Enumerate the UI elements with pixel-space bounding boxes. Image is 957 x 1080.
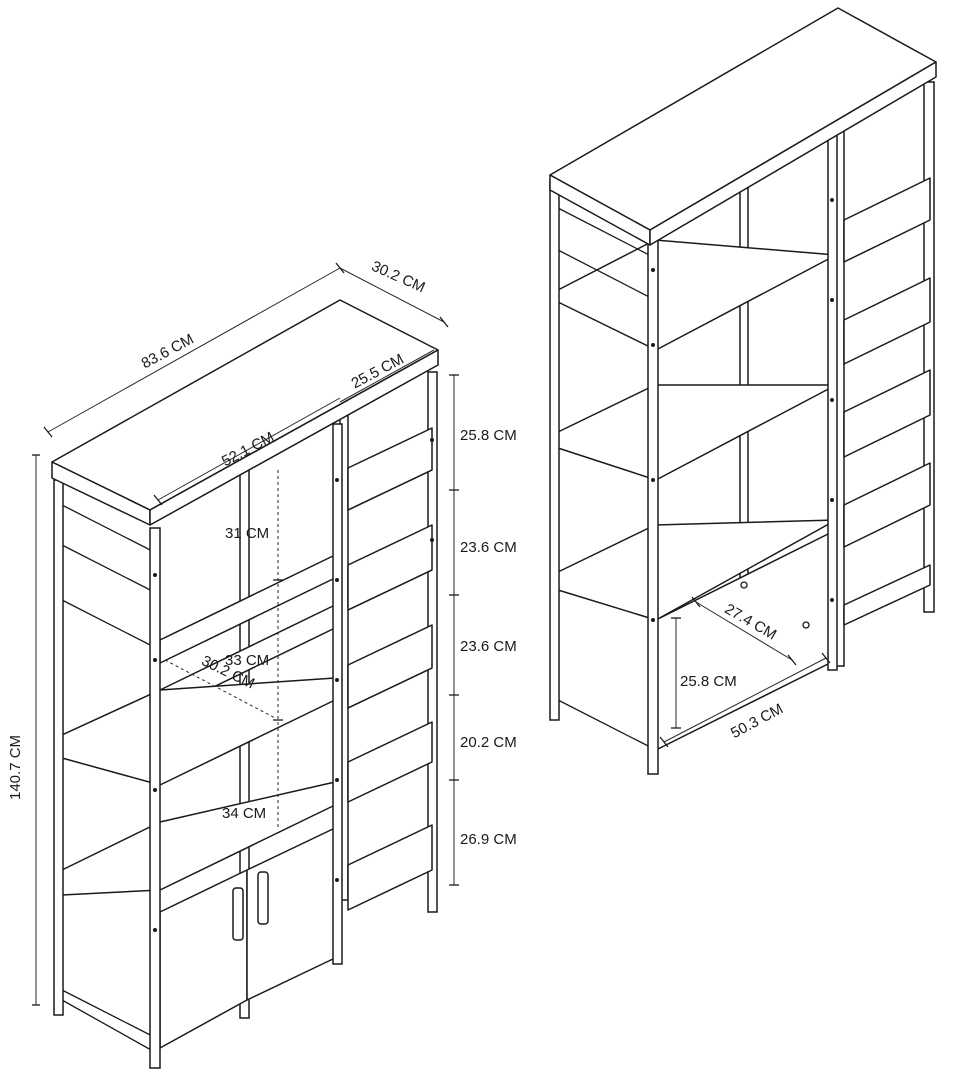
left-front-post-divider <box>332 423 343 965</box>
cabinet <box>159 827 336 1049</box>
dim-compartment-height: 25.8 CM <box>680 673 737 690</box>
dim-left-gap-mid: 33 CM <box>225 652 269 669</box>
dim-right-shelf-1: 25.8 CM <box>460 427 517 444</box>
left-right-column-shelves <box>347 427 433 911</box>
right-column-shelf <box>843 564 931 626</box>
dim-right-shelf-2: 23.6 CM <box>460 539 517 556</box>
hinge-hole <box>740 581 748 589</box>
post-bolts <box>651 198 834 622</box>
right-column-shelf <box>347 721 433 803</box>
left-shelving-unit: 83.6 CM 30.2 CM 25.5 CM 52.1 CM 140.7 CM… <box>7 258 517 1069</box>
right-column-shelf <box>347 624 433 709</box>
left-front-post-middle <box>149 527 161 1069</box>
right-right-column-shelves <box>843 177 931 626</box>
left-column-shelf <box>61 677 336 786</box>
right-front-post-middle <box>647 231 659 775</box>
dim-total-depth: 30.2 CM <box>369 258 428 297</box>
right-dimension-lines <box>659 596 831 748</box>
dim-total-height: 140.7 CM <box>7 735 24 800</box>
right-front-post-left <box>549 179 560 721</box>
hinge-hole <box>802 621 810 629</box>
dim-right-shelf-3: 23.6 CM <box>460 638 517 655</box>
post-bolts <box>153 438 434 932</box>
right-column-shelf <box>843 277 931 365</box>
right-shelving-unit: 27.4 CM 25.8 CM 50.3 CM <box>549 7 937 775</box>
right-column-shelf <box>843 177 931 263</box>
right-back-post-right <box>923 81 935 613</box>
left-column-shelf <box>557 384 837 481</box>
dim-left-gap-bottom: 34 CM <box>222 805 266 822</box>
dim-right-shelf-5: 26.9 CM <box>460 831 517 848</box>
right-column-shelf <box>347 427 433 511</box>
left-front-post-left <box>53 479 64 1016</box>
right-top-board-side <box>649 61 937 246</box>
left-dimension-lines <box>32 262 459 1006</box>
door-handle-left[interactable] <box>232 887 244 941</box>
dim-right-shelf-4: 20.2 CM <box>460 734 517 751</box>
dim-total-width: 83.6 CM <box>139 331 197 373</box>
right-column-shelf <box>843 462 931 548</box>
right-column-shelf <box>843 369 931 458</box>
left-top-board-side <box>149 349 439 526</box>
right-column-shelf <box>347 824 433 911</box>
door-handle-right[interactable] <box>257 871 269 925</box>
right-left-column-shelves <box>557 207 837 751</box>
right-column-shelf <box>347 524 433 611</box>
left-column-shelf <box>557 239 837 351</box>
dim-left-gap-top: 31 CM <box>225 525 269 542</box>
